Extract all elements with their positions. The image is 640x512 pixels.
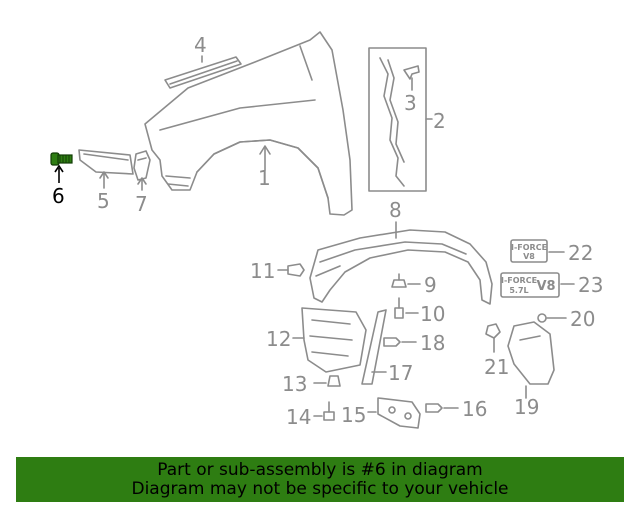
callout-2[interactable]: 2 bbox=[433, 109, 446, 133]
callout-9[interactable]: 9 bbox=[424, 273, 437, 297]
callout-14[interactable]: 14 bbox=[286, 405, 311, 429]
callout-3[interactable]: 3 bbox=[404, 91, 417, 115]
callout-23[interactable]: 23 bbox=[578, 273, 603, 297]
svg-text:5.7L: 5.7L bbox=[509, 286, 528, 295]
callout-12[interactable]: 12 bbox=[266, 327, 291, 351]
emblem-part-23[interactable]: I-FORCE 5.7L V8 bbox=[500, 272, 560, 298]
trim-part-5[interactable] bbox=[78, 149, 134, 175]
banner-line-2: Diagram may not be specific to your vehi… bbox=[131, 478, 509, 499]
svg-text:V8: V8 bbox=[536, 279, 555, 294]
callout-19[interactable]: 19 bbox=[514, 395, 539, 419]
info-banner: Part or sub-assembly is #6 in diagram Di… bbox=[16, 457, 624, 502]
svg-text:V8: V8 bbox=[523, 252, 535, 261]
callout-10[interactable]: 10 bbox=[420, 302, 445, 326]
bolt-part-16[interactable] bbox=[425, 403, 443, 413]
nut-part-21[interactable] bbox=[485, 323, 501, 339]
callout-1[interactable]: 1 bbox=[258, 166, 271, 190]
callout-18[interactable]: 18 bbox=[420, 331, 445, 355]
clip-part-20[interactable] bbox=[537, 313, 547, 323]
strip-part-17[interactable] bbox=[361, 309, 387, 385]
svg-text:I-FORCE: I-FORCE bbox=[511, 243, 547, 252]
bracket-part-7[interactable] bbox=[133, 150, 151, 181]
screw-part-18[interactable] bbox=[383, 337, 401, 347]
callout-7[interactable]: 7 bbox=[135, 192, 148, 216]
svg-text:I-FORCE: I-FORCE bbox=[501, 276, 537, 285]
clip-part-3[interactable] bbox=[403, 65, 420, 80]
callout-21[interactable]: 21 bbox=[484, 355, 509, 379]
callout-4[interactable]: 4 bbox=[194, 33, 207, 57]
splash-shield-part-12[interactable] bbox=[301, 307, 367, 373]
emblem-part-22[interactable]: I-FORCE V8 bbox=[510, 239, 548, 263]
clip-part-9[interactable] bbox=[391, 273, 407, 288]
fender-liner-part-8[interactable] bbox=[309, 229, 493, 305]
fender-part-1[interactable] bbox=[144, 31, 353, 216]
callout-8[interactable]: 8 bbox=[389, 198, 402, 222]
clip-part-13[interactable] bbox=[327, 375, 341, 387]
callout-22[interactable]: 22 bbox=[568, 241, 593, 265]
callout-13[interactable]: 13 bbox=[282, 372, 307, 396]
callout-6[interactable]: 6 bbox=[52, 184, 65, 208]
bracket-part-15[interactable] bbox=[377, 397, 421, 429]
callout-17[interactable]: 17 bbox=[388, 361, 413, 385]
bolt-part-14[interactable] bbox=[323, 401, 335, 421]
fender-molding-part-4[interactable] bbox=[164, 56, 242, 89]
callout-15[interactable]: 15 bbox=[341, 403, 366, 427]
callout-20[interactable]: 20 bbox=[570, 307, 595, 331]
clip-part-11[interactable] bbox=[287, 263, 305, 277]
parts-diagram: 1 4 2 3 6 5 7 bbox=[50, 31, 603, 429]
screw-part-6[interactable] bbox=[50, 152, 73, 166]
callout-5[interactable]: 5 bbox=[97, 189, 110, 213]
mudflap-part-19[interactable] bbox=[507, 321, 555, 385]
bolt-part-10[interactable] bbox=[394, 297, 404, 319]
banner-line-1: Part or sub-assembly is #6 in diagram bbox=[157, 459, 483, 480]
callout-11[interactable]: 11 bbox=[250, 259, 275, 283]
callout-16[interactable]: 16 bbox=[462, 397, 487, 421]
